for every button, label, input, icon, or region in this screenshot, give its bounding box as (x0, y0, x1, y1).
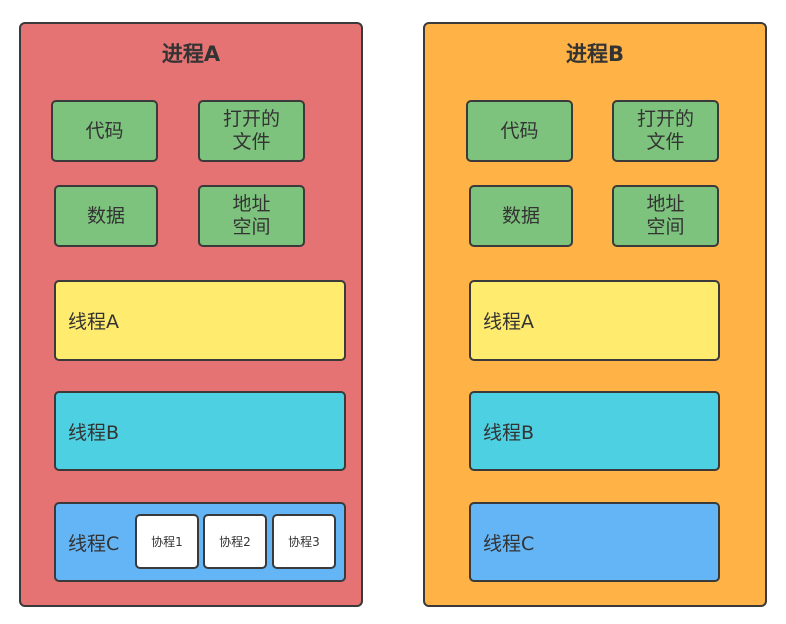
process-a-open-files-label: 打开的 文件 (222, 108, 280, 153)
coroutine-3-box: 协程3 (272, 514, 336, 569)
process-b-thread-a-box: 线程A (469, 280, 720, 361)
process-b-code-label: 代码 (500, 119, 539, 142)
process-a-address-space-box: 地址 空间 (198, 185, 305, 247)
process-a-address-space-label: 地址 空间 (232, 193, 271, 238)
process-a-data-label: 数据 (86, 204, 125, 227)
coroutine-2-label: 协程2 (219, 535, 251, 549)
process-a-thread-b-label: 线程B (68, 421, 120, 444)
process-b-title: 进程B (565, 42, 624, 66)
coroutine-1-box: 协程1 (135, 514, 199, 569)
process-b-thread-b-box: 线程B (469, 391, 720, 471)
process-b-address-space-label: 地址 空间 (646, 193, 685, 238)
process-b-address-space-box: 地址 空间 (612, 185, 719, 247)
process-a-thread-c-label: 线程C (68, 532, 120, 555)
process-a-code-box: 代码 (51, 100, 158, 162)
process-a-thread-a-label: 线程A (68, 311, 119, 333)
process-b-open-files-label: 打开的 文件 (636, 108, 694, 153)
coroutine-2-box: 协程2 (203, 514, 267, 569)
process-b-thread-a-label: 线程A (483, 311, 534, 333)
coroutine-3-label: 协程3 (288, 535, 320, 549)
process-b-data-label: 数据 (501, 204, 540, 227)
process-a-code-label: 代码 (85, 119, 124, 142)
process-a-thread-a-box: 线程A (54, 280, 346, 361)
process-b-data-box: 数据 (469, 185, 573, 247)
process-b-thread-c-box: 线程C (469, 502, 720, 582)
process-a-data-box: 数据 (54, 185, 158, 247)
process-b-open-files-box: 打开的 文件 (612, 100, 719, 162)
coroutine-1-label: 协程1 (151, 535, 183, 549)
process-b-thread-b-label: 线程B (483, 421, 535, 444)
process-b-thread-c-label: 线程C (483, 532, 535, 555)
process-a-thread-b-box: 线程B (54, 391, 346, 471)
process-b-code-box: 代码 (466, 100, 573, 162)
process-a-title: 进程A (161, 42, 221, 66)
process-a-open-files-box: 打开的 文件 (198, 100, 305, 162)
